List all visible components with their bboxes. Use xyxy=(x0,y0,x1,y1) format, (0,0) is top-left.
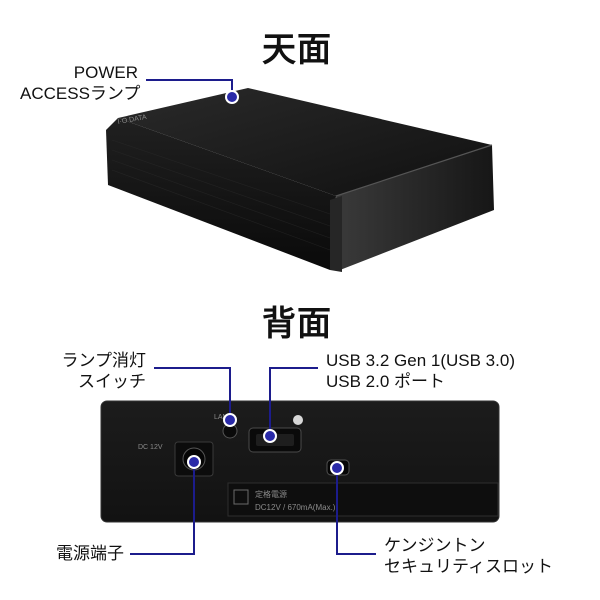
dc-print: DC 12V xyxy=(138,444,163,451)
rating-print-2: DC12V / 670mA(Max.) xyxy=(255,503,336,512)
top-view-heading: 天面 xyxy=(262,30,332,70)
usb-port-label: USB 3.2 Gen 1(USB 3.0) USB 2.0 ポート xyxy=(326,351,515,391)
power-access-lamp-label: POWER ACCESSランプ xyxy=(20,63,141,103)
top-view-device: I·O DATA xyxy=(106,88,494,272)
power-jack-label: 電源端子 xyxy=(56,544,124,563)
rating-plate xyxy=(227,482,499,517)
callout-dots xyxy=(187,90,344,475)
kensington-slot-label: ケンジントン セキュリティスロット xyxy=(384,536,553,576)
rating-print-1: 定格電源 xyxy=(255,489,287,499)
back-view-device: DC 12V LAMP 定格電源 DC12V / 670mA(Max.) xyxy=(100,400,500,523)
back-view-heading: 背面 xyxy=(262,304,332,344)
screw xyxy=(293,415,303,425)
lamp-switch-label: ランプ消灯 スイッチ xyxy=(61,351,147,391)
